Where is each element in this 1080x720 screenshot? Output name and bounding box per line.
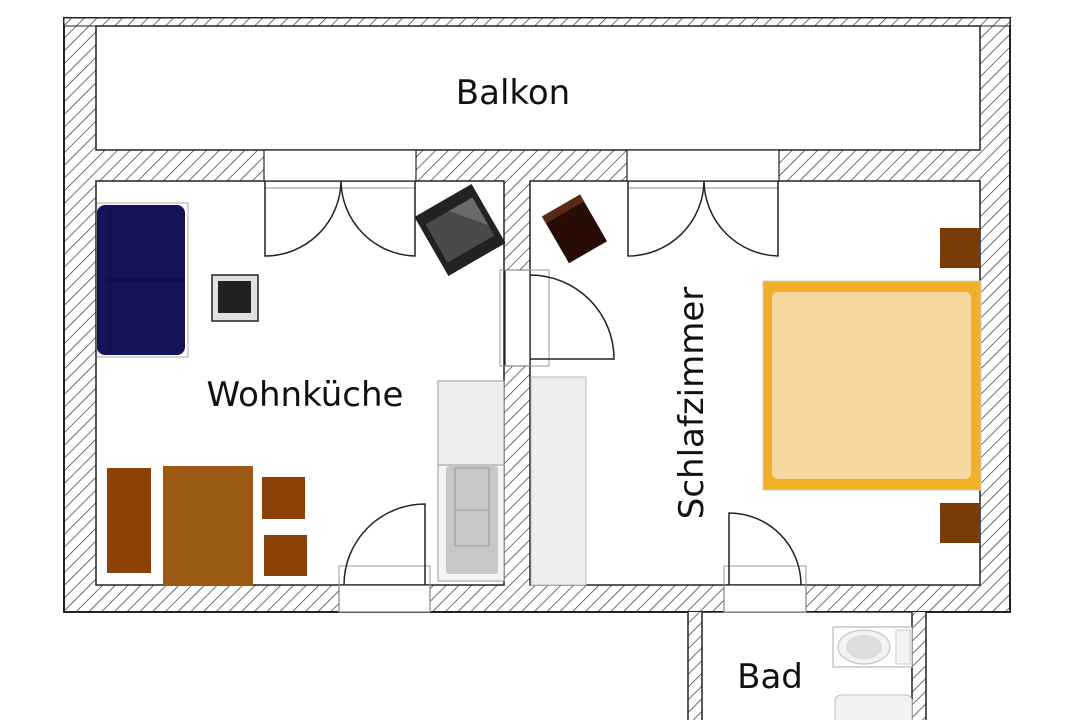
- doors: [264, 180, 802, 586]
- chair: [262, 477, 305, 519]
- double-door-living[interactable]: [264, 180, 416, 257]
- balcony-area: [95, 25, 981, 151]
- nightstand: [940, 228, 980, 268]
- bedroom-furniture: [530, 194, 982, 586]
- room-label-bedroom: Schlafzimmer: [672, 287, 712, 520]
- door-entrance[interactable]: [343, 503, 426, 586]
- room-label-living-kitchen: Wohnküche: [207, 375, 404, 415]
- kitchen-sink: [446, 466, 498, 574]
- wardrobe: [530, 376, 587, 586]
- living-kitchen-furniture: [96, 184, 506, 586]
- room-label-balcony: Balkon: [456, 73, 570, 113]
- bathtub: [834, 694, 913, 720]
- door-bathroom[interactable]: [728, 512, 802, 586]
- dining-table: [163, 466, 253, 586]
- tv: [414, 184, 506, 276]
- bed: [762, 280, 982, 491]
- interior-door-opening: [504, 269, 531, 367]
- door-living-to-bedroom[interactable]: [529, 274, 615, 360]
- dresser: [541, 194, 608, 264]
- balcony-door-opening-left: [263, 149, 417, 182]
- room-label-bathroom: Bad: [737, 657, 803, 697]
- double-door-bedroom[interactable]: [627, 180, 779, 257]
- entrance-door-opening: [338, 584, 431, 613]
- chair: [264, 535, 307, 576]
- bench: [107, 468, 151, 573]
- nightstand: [940, 503, 980, 543]
- bathroom-fixtures: [832, 626, 913, 720]
- openings: [263, 149, 807, 613]
- balcony-door-opening-right: [626, 149, 780, 182]
- bathroom-door-opening: [723, 584, 807, 613]
